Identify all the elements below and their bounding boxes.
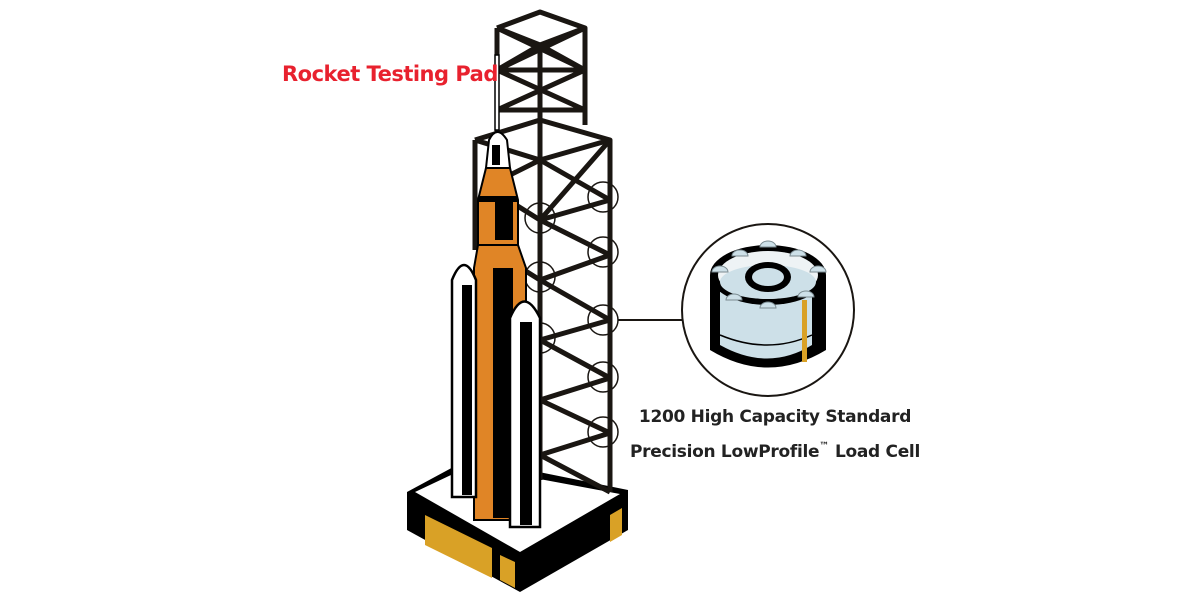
caption-line-1: 1200 High Capacity Standard [638,407,912,427]
load-cell-callout [681,223,855,397]
diagram-title: Rocket Testing Pad [282,62,498,86]
caption-line-2: Precision LowProfile™ Load Cell [620,432,930,467]
caption-product: Precision LowProfile [630,442,820,462]
rocket [450,54,542,529]
trademark-symbol: ™ [819,441,829,452]
load-cell-caption: 1200 High Capacity Standard Precision Lo… [620,403,930,467]
caption-product-type: Load Cell [834,442,920,462]
